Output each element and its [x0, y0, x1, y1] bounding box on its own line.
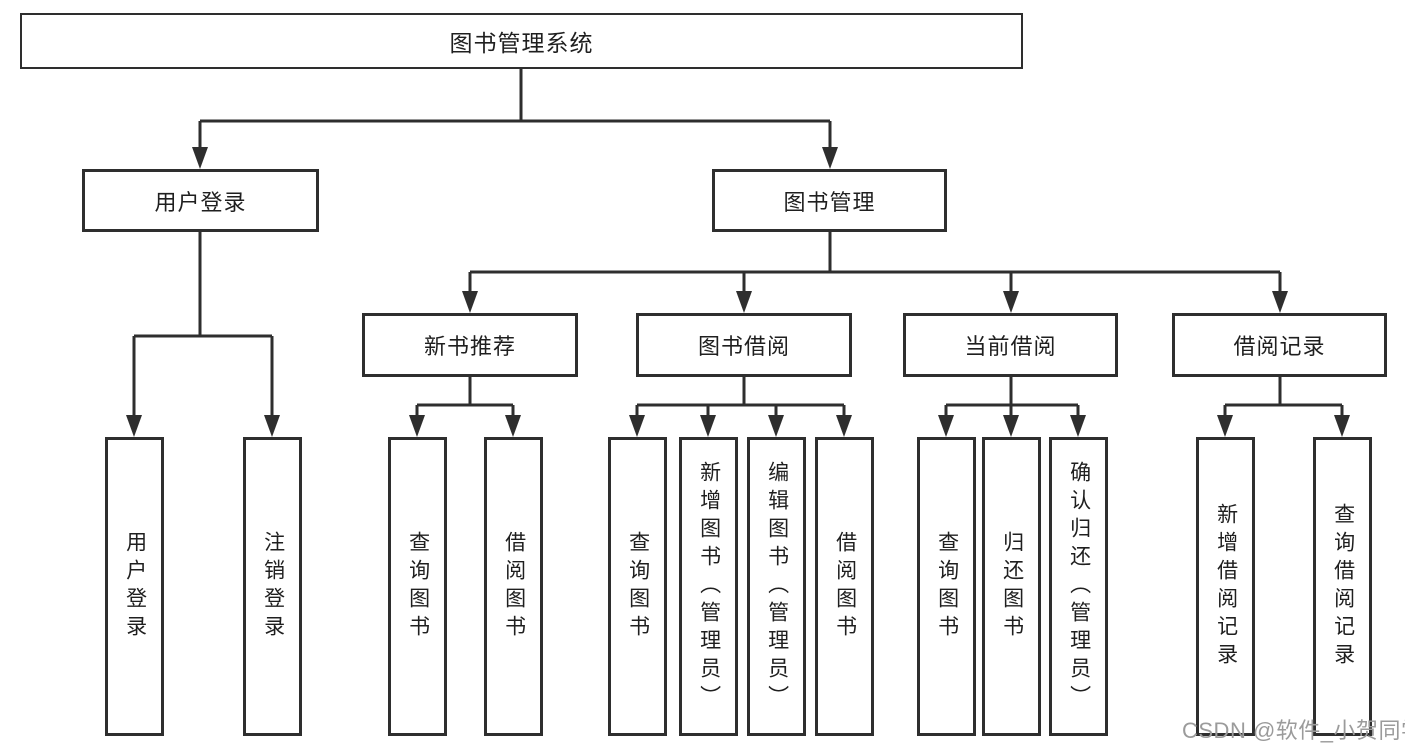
node-label: 编辑图书（管理员） — [765, 460, 789, 713]
node-book-borrowing: 图书借阅 — [636, 313, 852, 377]
leaf-return-books: 归还图书 — [982, 437, 1041, 736]
leaf-query-books-recommend: 查询图书 — [388, 437, 447, 736]
edge-records-to-leaves — [1223, 377, 1344, 419]
leaf-logout: 注销登录 — [243, 437, 302, 736]
leaf-add-book-admin: 新增图书（管理员） — [679, 437, 738, 736]
node-label: 查询图书 — [406, 530, 430, 643]
node-new-book-recommendation: 新书推荐 — [362, 313, 578, 377]
node-borrowing-records: 借阅记录 — [1172, 313, 1387, 377]
node-label: 归还图书 — [1000, 530, 1024, 643]
leaf-add-borrow-record: 新增借阅记录 — [1196, 437, 1255, 736]
node-label: 新书推荐 — [423, 334, 516, 359]
node-label: 新增图书（管理员） — [697, 460, 721, 713]
arrowheads — [126, 147, 1350, 437]
node-label: 图书管理 — [783, 189, 876, 215]
edge-current-to-leaves — [944, 377, 1080, 419]
node-label: 用户登录 — [123, 530, 147, 643]
edge-user-login-to-leaves — [132, 232, 274, 419]
node-user-login: 用户登录 — [82, 169, 319, 232]
edge-borrow-to-leaves — [635, 377, 846, 419]
node-book-management: 图书管理 — [712, 169, 947, 232]
node-current-borrowing: 当前借阅 — [903, 313, 1118, 377]
leaf-query-books-borrowing: 查询图书 — [608, 437, 667, 736]
leaf-borrow-books-recommend: 借阅图书 — [484, 437, 543, 736]
leaf-user-login: 用户登录 — [105, 437, 164, 736]
leaf-edit-book-admin: 编辑图书（管理员） — [747, 437, 806, 736]
edge-newbook-to-leaves — [415, 377, 515, 419]
node-label: 图书借阅 — [697, 334, 790, 359]
leaf-confirm-return-admin: 确认归还（管理员） — [1049, 437, 1108, 736]
node-label: 新增借阅记录 — [1214, 502, 1238, 671]
node-label: 用户登录 — [154, 189, 247, 215]
node-label: 确认归还（管理员） — [1067, 460, 1091, 713]
node-library-management-system: 图书管理系统 — [20, 13, 1023, 69]
edge-book-mgmt-to-level3 — [468, 232, 1282, 295]
node-label: 借阅图书 — [833, 530, 857, 643]
node-label: 查询借阅记录 — [1331, 502, 1355, 671]
leaf-query-books-current: 查询图书 — [917, 437, 976, 736]
leaf-borrow-books-borrowing: 借阅图书 — [815, 437, 874, 736]
node-label: 注销登录 — [261, 530, 285, 643]
leaf-query-borrow-record: 查询借阅记录 — [1313, 437, 1372, 736]
node-label: 查询图书 — [626, 530, 650, 643]
node-label: 借阅图书 — [502, 530, 526, 643]
node-label: 当前借阅 — [964, 334, 1057, 359]
node-label: 借阅记录 — [1233, 334, 1326, 359]
node-label: 图书管理系统 — [449, 30, 594, 56]
csdn-watermark: CSDN @软件_小贺同学 — [1182, 718, 1405, 743]
node-label: 查询图书 — [935, 530, 959, 643]
edge-root-to-level2 — [198, 68, 832, 151]
